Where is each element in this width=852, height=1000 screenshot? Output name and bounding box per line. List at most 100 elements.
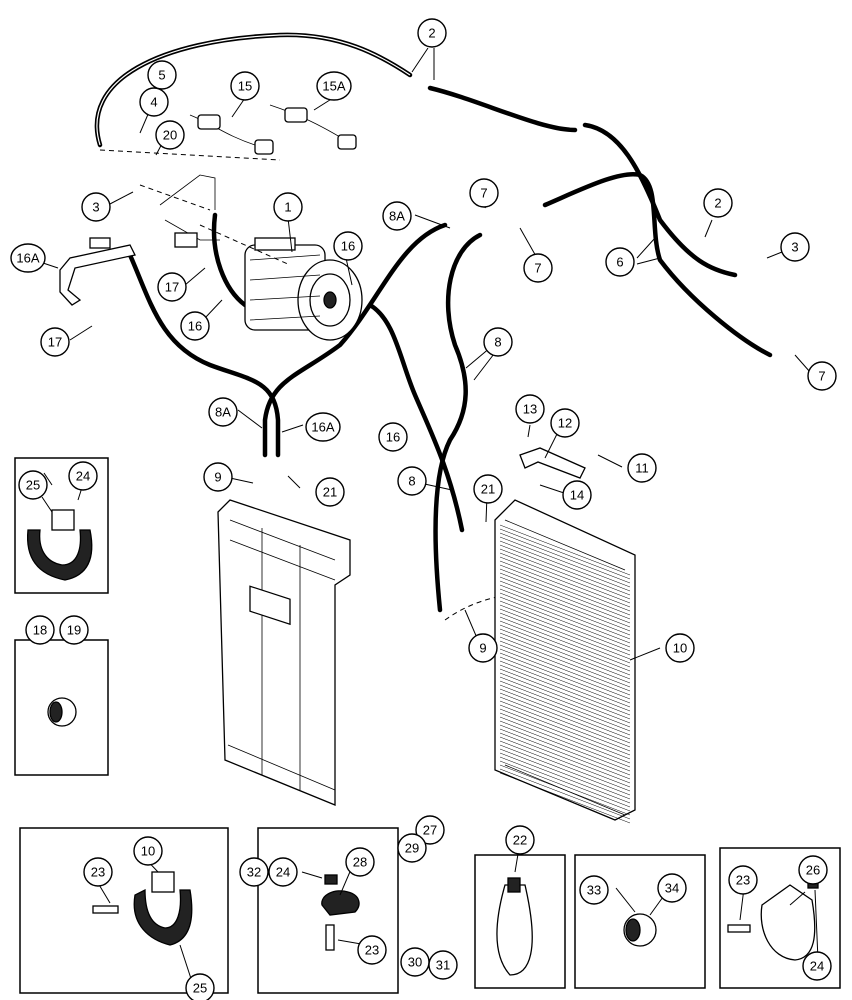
callout-28: 28 xyxy=(345,847,375,877)
callout-circle xyxy=(357,935,387,965)
condenser-fin xyxy=(499,600,631,652)
callout-14: 14 xyxy=(562,480,592,510)
condenser-fin xyxy=(499,688,631,740)
callout-text: 25 xyxy=(26,478,40,493)
callout-34: 34 xyxy=(657,873,687,903)
callout-circle xyxy=(18,470,48,500)
callout-text: 31 xyxy=(436,958,450,973)
condenser-fin xyxy=(499,568,631,620)
callout-circle xyxy=(68,461,98,491)
callout-circle xyxy=(147,60,177,90)
callout-23: 23 xyxy=(728,865,758,895)
callout-31: 31 xyxy=(428,950,458,980)
callout-circle xyxy=(798,855,828,885)
callout-text: 24 xyxy=(76,469,90,484)
callout-text: 16 xyxy=(341,239,355,254)
callout-4: 4 xyxy=(139,87,169,117)
callout-circle xyxy=(473,474,503,504)
inset-box-clip-27-32 xyxy=(257,827,399,994)
condenser-fin xyxy=(499,544,631,596)
condenser-fin xyxy=(499,548,631,600)
callout-23: 23 xyxy=(83,857,113,887)
callout-text: 34 xyxy=(665,881,679,896)
condenser-fin xyxy=(499,696,631,748)
callout-circle xyxy=(378,422,408,452)
callout-1: 1 xyxy=(273,192,303,222)
hose-16a xyxy=(127,252,281,458)
condenser-fin xyxy=(499,576,631,628)
callout-circle xyxy=(40,327,70,357)
callout-text: 14 xyxy=(570,488,584,503)
callout-11: 11 xyxy=(627,453,657,483)
condenser-fin xyxy=(499,528,631,580)
callout-text: 20 xyxy=(163,128,177,143)
callout-2: 2 xyxy=(417,18,447,48)
callout-text: 22 xyxy=(513,833,527,848)
callout-7: 7 xyxy=(523,253,553,283)
hose-2-right xyxy=(582,122,738,278)
callout-circle xyxy=(728,865,758,895)
callout-text: 5 xyxy=(158,68,165,83)
condenser-fin xyxy=(499,716,631,768)
callout-9: 9 xyxy=(203,462,233,492)
callout-circle xyxy=(515,394,545,424)
callout-text: 15 xyxy=(238,79,252,94)
callout-13: 13 xyxy=(515,394,545,424)
callout-30: 30 xyxy=(400,947,430,977)
condenser-fin xyxy=(499,760,631,812)
callout-24: 24 xyxy=(802,951,832,981)
callout-circle xyxy=(185,973,215,1000)
callout-circle xyxy=(483,327,513,357)
condenser-fin xyxy=(499,648,631,700)
callout-21: 21 xyxy=(315,477,345,507)
tube-assembly-16 xyxy=(159,174,220,248)
condenser-fin xyxy=(499,644,631,696)
callout-text: 4 xyxy=(150,95,157,110)
condenser-fin xyxy=(499,668,631,720)
callout-text: 26 xyxy=(806,863,820,878)
callout-text: 33 xyxy=(587,883,601,898)
callout-text: 23 xyxy=(365,943,379,958)
callout-8: 8 xyxy=(483,327,513,357)
condenser-fin xyxy=(499,684,631,736)
condenser-fin xyxy=(499,672,631,724)
callout-circle xyxy=(230,71,260,101)
callout-circle xyxy=(523,253,553,283)
inset-box-strap-22 xyxy=(474,854,566,989)
callout-circle xyxy=(345,847,375,877)
condenser-fin xyxy=(499,628,631,680)
condenser-fin xyxy=(499,692,631,744)
callout-text: 16 xyxy=(188,319,202,334)
callout-text: 18 xyxy=(33,623,47,638)
callout-circle xyxy=(703,188,733,218)
callout-circle xyxy=(155,120,185,150)
condenser-fin xyxy=(499,756,631,808)
callout-text: 28 xyxy=(353,855,367,870)
callout-circle xyxy=(468,633,498,663)
callout-text: 23 xyxy=(736,873,750,888)
hose-16-lower xyxy=(367,302,465,533)
hose-8 xyxy=(433,232,483,613)
callout-circle xyxy=(428,950,458,980)
callout-circle xyxy=(415,815,445,845)
callout-circle xyxy=(139,87,169,117)
inset-box-grommet-33-34 xyxy=(574,854,706,989)
callout-23: 23 xyxy=(357,935,387,965)
callout-circle xyxy=(203,462,233,492)
callout-16: 16 xyxy=(180,311,210,341)
callout-27: 27 xyxy=(415,815,445,845)
condenser-fin xyxy=(499,588,631,640)
callout-text: 16A xyxy=(311,420,334,435)
callout-circle xyxy=(627,453,657,483)
callout-29: 29 xyxy=(397,833,427,863)
callout-2: 2 xyxy=(703,188,733,218)
callout-text: 11 xyxy=(635,461,649,476)
condenser-fin xyxy=(499,572,631,624)
condenser-fin xyxy=(499,556,631,608)
callout-16: 16 xyxy=(333,231,363,261)
condenser-fin xyxy=(499,540,631,592)
condenser-fin xyxy=(499,720,631,772)
condenser-fin xyxy=(499,608,631,660)
callout-18: 18 xyxy=(25,615,55,645)
callout-17: 17 xyxy=(157,272,187,302)
